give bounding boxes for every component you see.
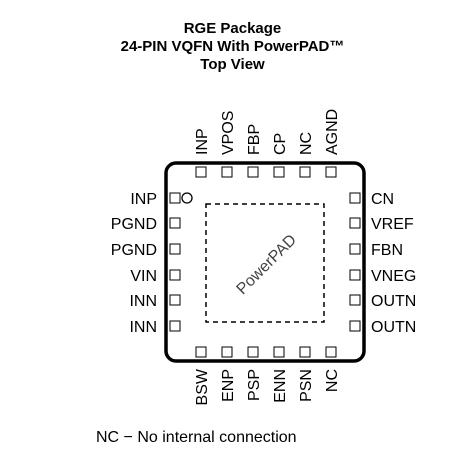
pin-label-right-1: CN [371, 191, 394, 208]
pin-right-6 [349, 320, 361, 332]
pin-top-1 [195, 166, 207, 178]
pin-bottom-6 [325, 346, 337, 358]
pin-bottom-3 [247, 346, 259, 358]
pin-label-right-3: FBN [371, 242, 403, 259]
pin-left-3 [169, 243, 181, 255]
pin-label-top-5: NC [298, 132, 315, 155]
nc-footnote: NC − No internal connection [96, 429, 297, 446]
pin-label-top-6: AGND [324, 109, 341, 155]
pin-label-left-3: PGND [111, 242, 157, 259]
pin-left-2 [169, 217, 181, 229]
pin-left-1 [169, 192, 181, 204]
pin-top-4 [273, 166, 285, 178]
pin-label-top-4: CP [272, 133, 289, 155]
pin-right-3 [349, 243, 361, 255]
pin-left-5 [169, 294, 181, 306]
pin-right-4 [349, 269, 361, 281]
pin-label-left-5: INN [129, 293, 157, 310]
pin-top-6 [325, 166, 337, 178]
pin-bottom-1 [195, 346, 207, 358]
pin-label-right-2: VREF [371, 216, 414, 233]
pin-label-left-4: VIN [130, 268, 157, 285]
pin-bottom-5 [299, 346, 311, 358]
pin-top-5 [299, 166, 311, 178]
package-body [164, 161, 366, 363]
pin-label-right-5: OUTN [371, 293, 416, 310]
pin-label-top-2: VPOS [220, 111, 237, 155]
pin-label-right-4: VNEG [371, 268, 416, 285]
pin-label-bottom-5: PSN [298, 369, 315, 402]
pin-label-left-1: INP [130, 191, 157, 208]
pin-label-top-1: INP [194, 128, 211, 155]
pin-right-2 [349, 217, 361, 229]
powerpad-outline [205, 203, 325, 323]
pin-label-left-6: INN [129, 319, 157, 336]
pin-label-bottom-6: NC [324, 369, 341, 392]
pin-left-6 [169, 320, 181, 332]
pin-label-bottom-2: ENP [220, 369, 237, 402]
pin-label-bottom-1: BSW [194, 368, 211, 405]
package-subtitle: 24-PIN VQFN With PowerPAD™ [120, 38, 345, 55]
pin-left-4 [169, 269, 181, 281]
pin-right-1 [349, 192, 361, 204]
pin-label-bottom-3: PSP [246, 369, 263, 401]
view-label: Top View [200, 56, 265, 73]
pin-label-left-2: PGND [111, 216, 157, 233]
pin-label-right-6: OUTN [371, 319, 416, 336]
pin-label-top-3: FBP [246, 124, 263, 155]
pin-top-2 [221, 166, 233, 178]
pin1-marker [181, 192, 193, 204]
pin-right-5 [349, 294, 361, 306]
pin-group: INP VPOS FBP CP NC AGND BSW ENP PSP ENN PSN NC INP PG… [111, 109, 417, 406]
package-title: RGE Package [183, 20, 282, 37]
pin-bottom-4 [273, 346, 285, 358]
pin-bottom-2 [221, 346, 233, 358]
pin-label-bottom-4: ENN [272, 369, 289, 403]
pin-top-3 [247, 166, 259, 178]
